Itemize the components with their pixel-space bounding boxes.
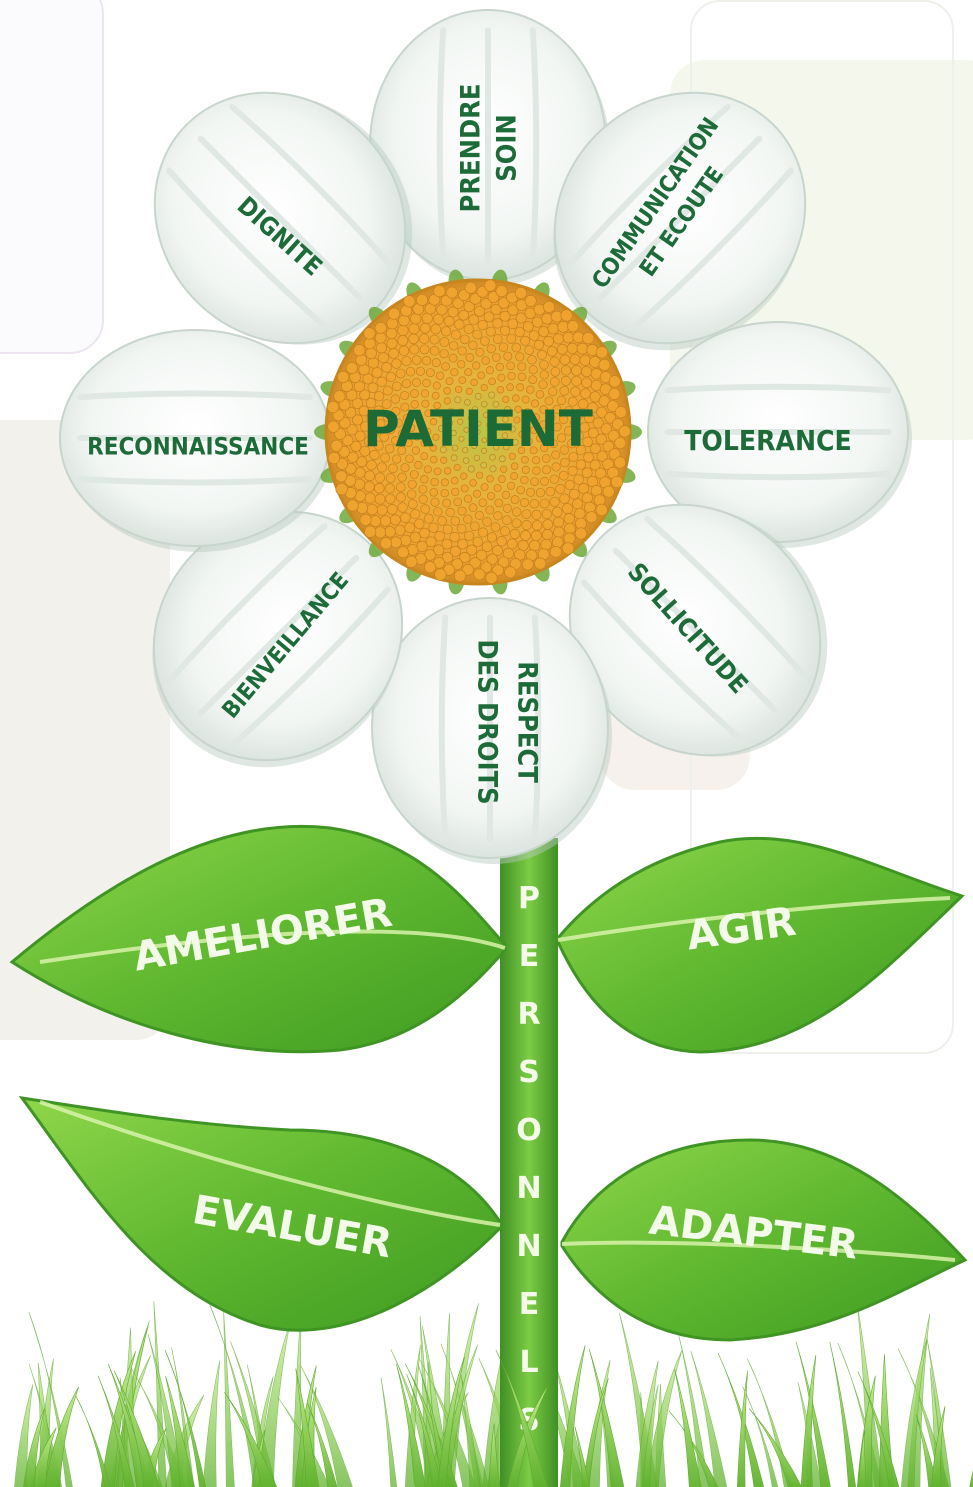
background-panel-top-left bbox=[0, 0, 104, 354]
stem-letters: PERSONNELS bbox=[516, 881, 542, 1438]
petal-label-tolerance: TOLERANCE bbox=[684, 424, 852, 457]
stem-letter: P bbox=[518, 881, 540, 916]
petal-sollicitude bbox=[568, 503, 828, 757]
stem-letter: O bbox=[516, 1113, 542, 1148]
petal-label-respect-des-droits: RESPECT DES DROITS bbox=[472, 639, 543, 804]
leaf-ameliorer: AMELIORER bbox=[9, 824, 507, 1054]
petal-label-line: TOLERANCE bbox=[684, 424, 852, 457]
petal-bienveillance bbox=[152, 510, 404, 768]
petal-label-line: RECONNAISSANCE bbox=[87, 432, 309, 460]
stem-letter: R bbox=[517, 997, 540, 1032]
petal-label-line: RESPECT bbox=[512, 661, 543, 783]
petal-label-line: DES DROITS bbox=[472, 639, 503, 804]
center-label: PATIENT bbox=[363, 400, 593, 458]
leaf-evaluer: EVALUER bbox=[18, 1095, 502, 1332]
stem-letter: N bbox=[516, 1229, 541, 1264]
stem bbox=[500, 838, 558, 1487]
petal-prendre-soin bbox=[369, 9, 610, 286]
petal-label-line: SOIN bbox=[491, 114, 522, 182]
leaf-adapter: ADAPTER bbox=[560, 1138, 968, 1342]
petal-label-reconnaissance: RECONNAISSANCE bbox=[87, 432, 309, 460]
petals bbox=[59, 9, 912, 864]
petal-label-line: PRENDRE bbox=[455, 84, 486, 213]
stem-letter: L bbox=[519, 1345, 538, 1380]
petal-tolerance bbox=[647, 321, 912, 548]
stem-letter: N bbox=[516, 1171, 541, 1206]
stem-letter: S bbox=[518, 1055, 540, 1090]
petal-dignite bbox=[153, 91, 413, 345]
stem-letter: E bbox=[519, 1287, 540, 1322]
petal-communication-ecoute bbox=[553, 91, 807, 351]
flower-center bbox=[314, 269, 642, 595]
petal-respect-des-droits bbox=[371, 597, 612, 864]
stem-letter: E bbox=[519, 939, 540, 974]
grass-front bbox=[23, 1341, 973, 1487]
petal-reconnaissance bbox=[59, 329, 334, 552]
leaf-agir: AGIR bbox=[556, 836, 965, 1054]
